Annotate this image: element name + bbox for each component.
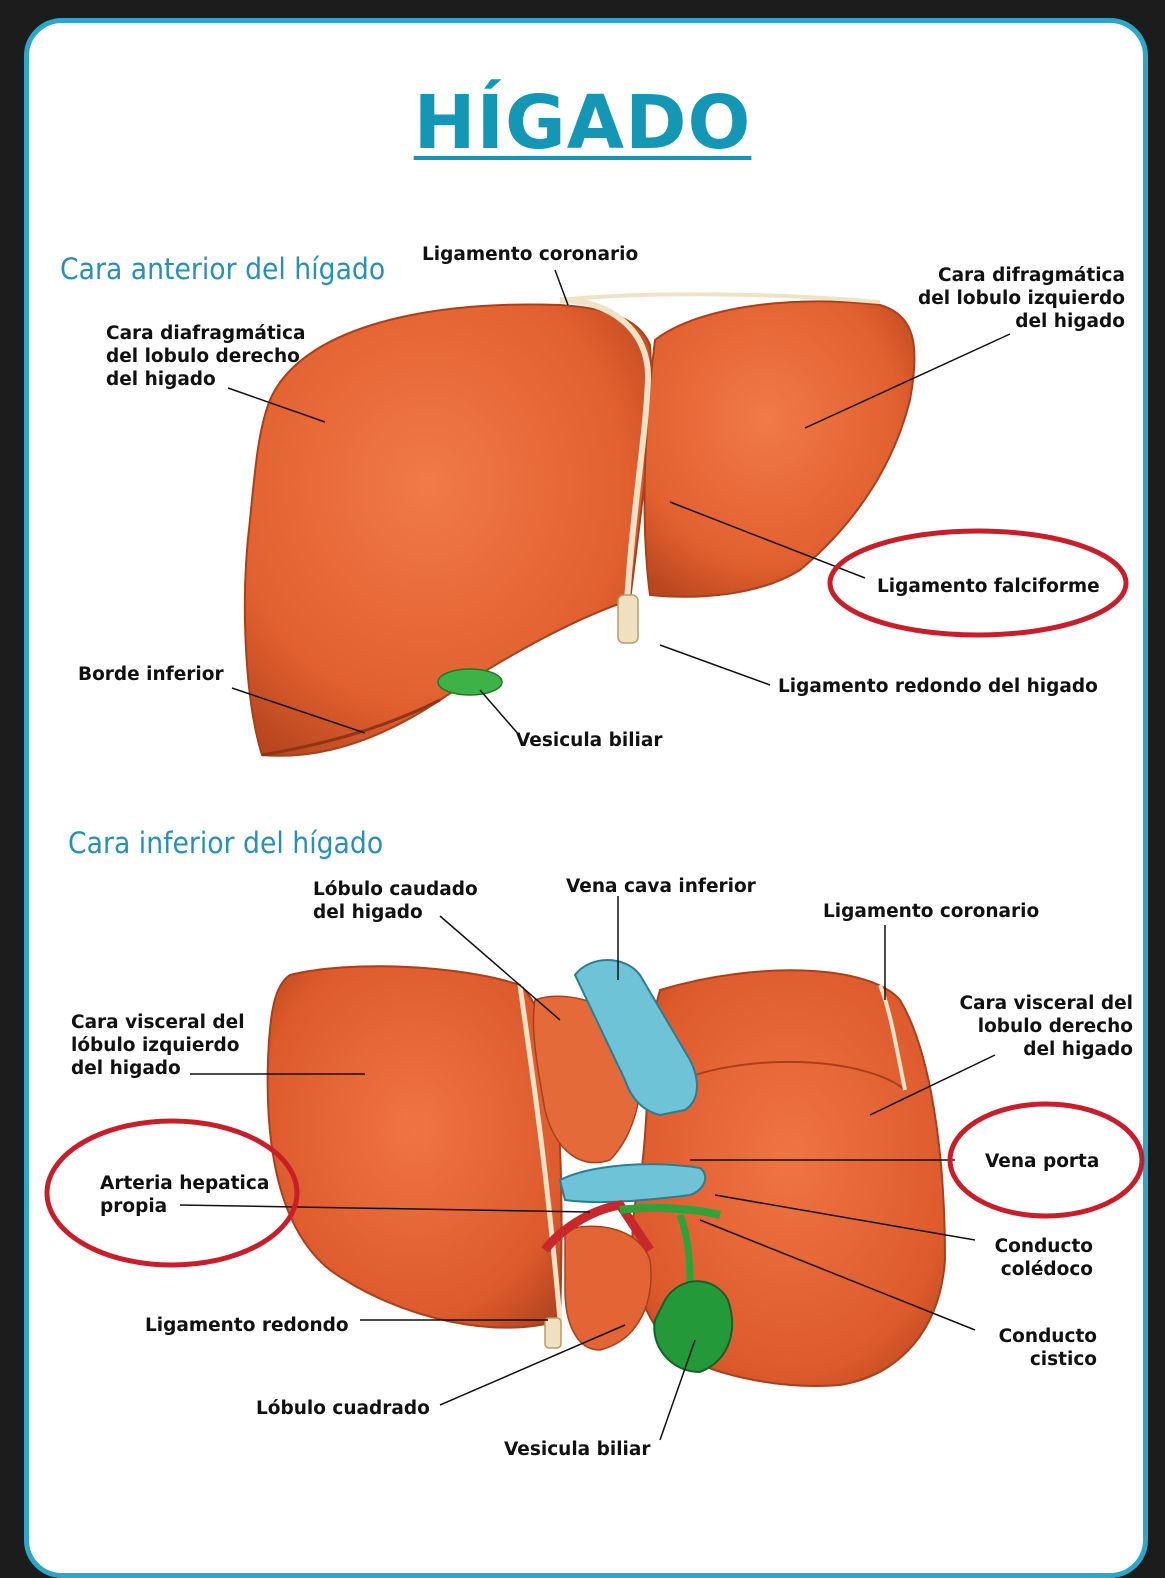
label-cara-diafragmatica-izquierdo: Cara difragmática del lobulo izquierdo d… [880,264,1125,333]
quadrate-lobe [565,1226,651,1350]
label-ligamento-coronario-inferior: Ligamento coronario [823,900,1039,923]
label-conducto-cistico: Conducto cistico [940,1325,1097,1371]
label-ligamento-redondo-inferior: Ligamento redondo [145,1314,349,1337]
left-lobe-visceral [268,966,562,1327]
label-cara-diafragmatica-derecho: Cara diafragmática del lobulo derecho de… [106,322,305,391]
label-vesicula-biliar-anterior: Vesicula biliar [516,729,662,752]
label-lobulo-cuadrado: Lóbulo cuadrado [256,1397,430,1420]
label-ligamento-falciforme: Ligamento falciforme [877,575,1100,598]
label-cara-visceral-izquierdo: Cara visceral del lóbulo izquierdo del h… [71,1011,245,1080]
label-lobulo-caudado: Lóbulo caudado del higado [313,878,478,924]
label-ligamento-coronario-anterior: Ligamento coronario [422,243,638,266]
label-vena-porta: Vena porta [985,1150,1099,1173]
gallbladder-anterior [438,669,502,695]
label-vesicula-biliar-inferior: Vesicula biliar [504,1438,650,1461]
label-ligamento-redondo-anterior: Ligamento redondo del higado [778,675,1098,698]
label-cara-visceral-derecho: Cara visceral del lobulo derecho del hig… [900,992,1133,1061]
label-borde-inferior: Borde inferior [78,663,224,686]
round-ligament-inferior [545,1318,561,1348]
label-vena-cava-inferior: Vena cava inferior [566,875,756,898]
round-ligament-anterior [618,595,638,643]
left-lobe-anterior [645,301,915,596]
label-arteria-hepatica-propia: Arteria hepatica propia [100,1172,269,1218]
portal-vein [560,1164,705,1202]
label-conducto-coledoco: Conducto colédoco [940,1235,1093,1281]
